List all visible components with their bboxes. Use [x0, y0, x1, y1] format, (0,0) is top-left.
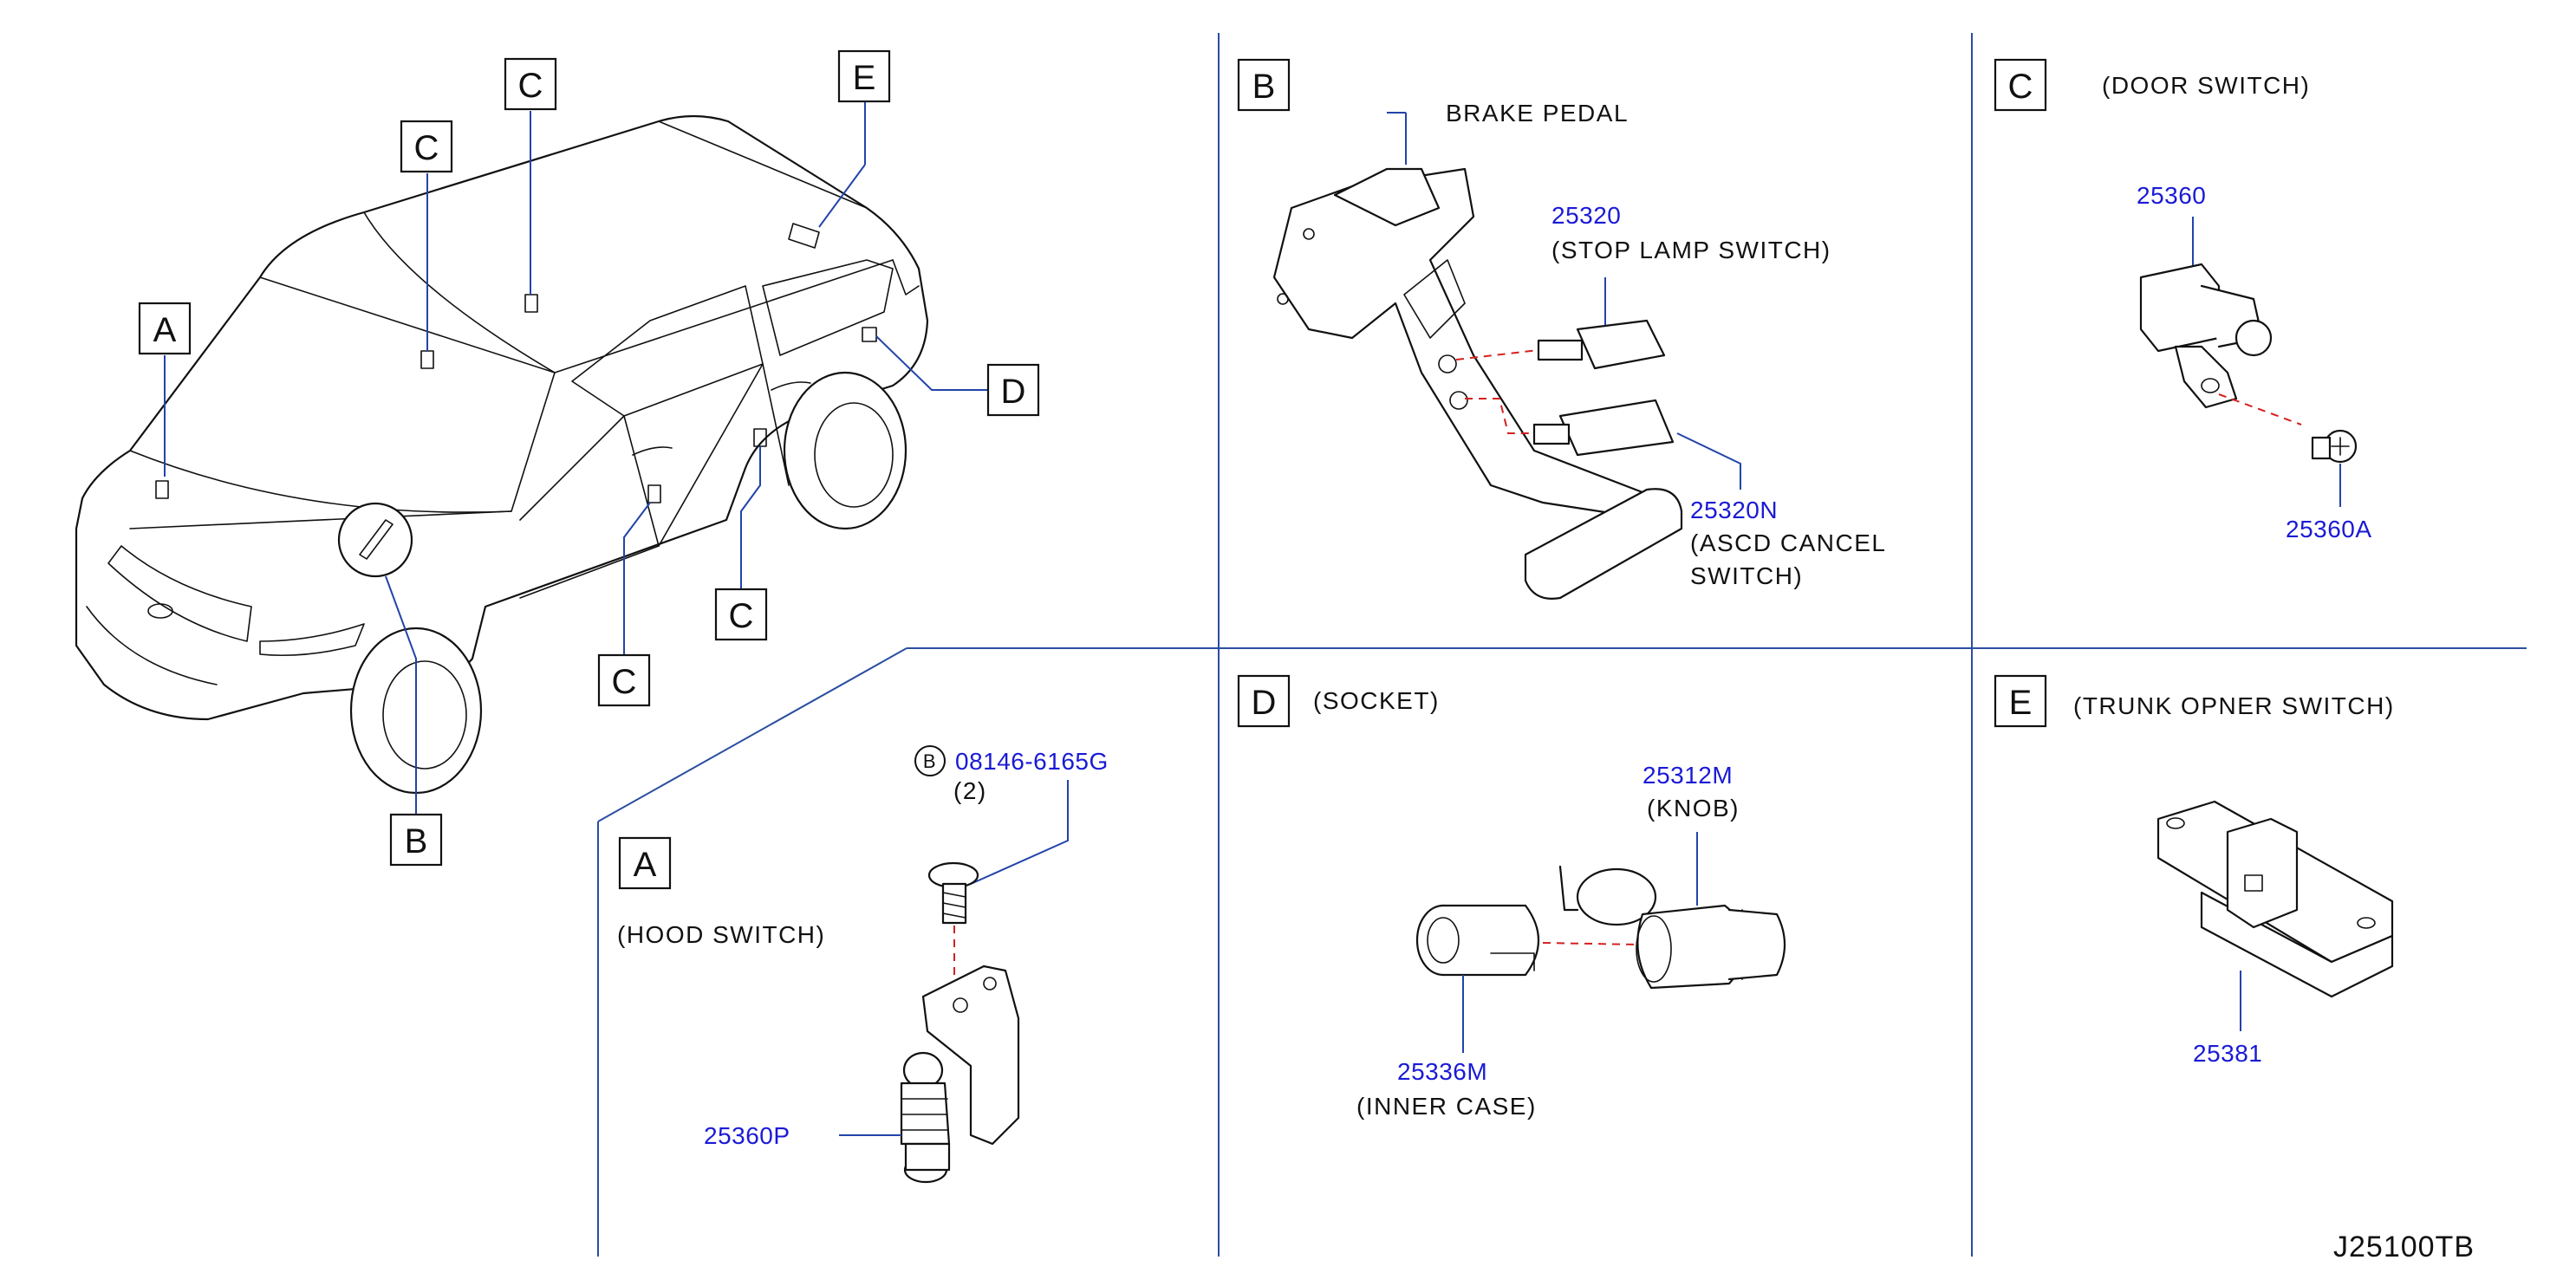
callout-a-letter: A — [153, 311, 177, 349]
section-a-letter: A — [634, 846, 657, 884]
callout-e-letter: E — [853, 59, 876, 97]
ascd-description-line2: SWITCH) — [1690, 562, 1803, 589]
door-switch-screw-part-number: 25360A — [2286, 516, 2372, 542]
knob-description: (KNOB) — [1647, 795, 1740, 822]
hood-switch-part — [900, 1051, 951, 1184]
callout-a-overview: A — [138, 302, 192, 355]
door-switch-title: (DOOR SWITCH) — [2102, 72, 2310, 99]
door-switch-screw — [2311, 429, 2358, 464]
diagram-code: J25100TB — [2333, 1231, 2475, 1263]
brake-pedal-title: BRAKE PEDAL — [1446, 100, 1629, 127]
socket-title: (SOCKET) — [1313, 687, 1440, 714]
section-b-letter: B — [1252, 68, 1276, 106]
callout-d-letter: D — [1001, 373, 1026, 411]
callout-c-letter: C — [518, 67, 543, 105]
hood-switch-bracket-part — [921, 964, 1020, 1146]
callout-c-letter: C — [612, 663, 637, 701]
section-d-socket: D (SOCKET) 25312M (KNOB) 25336M (INNER C… — [1237, 674, 1786, 1120]
brake-pedal-assembly — [1272, 167, 1683, 600]
ascd-cancel-switch-part — [1465, 398, 1675, 457]
trunk-opener-title: (TRUNK OPNER SWITCH) — [2073, 692, 2395, 719]
section-c-door-switch: C (DOOR SWITCH) 25360 25360A — [1994, 58, 2372, 542]
trunk-opener-part-number: 25381 — [2193, 1040, 2262, 1067]
knob-part — [1558, 865, 1786, 990]
vehicle-overview: A C C E D C C B — [75, 49, 1040, 867]
section-b-brake-pedal: B BRAKE PEDAL 25320 (STOP LAMP SWITCH) — [1237, 58, 1886, 600]
section-dividers — [597, 33, 2527, 1257]
car-illustration — [75, 114, 929, 795]
bolt-part-number: 08146-6165G — [955, 748, 1109, 775]
bolt-quantity: (2) — [953, 777, 987, 804]
stop-lamp-switch-part — [1455, 319, 1666, 370]
stop-lamp-description: (STOP LAMP SWITCH) — [1551, 237, 1831, 263]
hood-bolt-part — [927, 861, 979, 925]
door-switch-part — [2139, 263, 2273, 409]
callout-c-overview-4: C — [597, 653, 651, 707]
hood-switch-title: (HOOD SWITCH) — [617, 921, 825, 948]
inner-case-part-number: 25336M — [1397, 1058, 1487, 1085]
bolt-symbol-letter: B — [923, 750, 937, 772]
bolt-symbol: B — [914, 745, 946, 776]
section-e-letter: E — [2009, 684, 2033, 722]
overview-callout-lines — [164, 102, 988, 815]
stop-lamp-part-number: 25320 — [1551, 202, 1621, 229]
inner-case-part — [1415, 904, 1540, 977]
door-switch-part-number: 25360 — [2137, 182, 2206, 209]
callout-d-overview: D — [986, 363, 1040, 417]
callout-c-overview-2: C — [504, 57, 557, 111]
callout-c-letter: C — [414, 129, 439, 167]
section-a-hood-switch: A (HOOD SWITCH) B 08146-6165G (2) 2 — [617, 745, 1109, 1184]
callout-b-overview: B — [389, 813, 443, 867]
ascd-part-number: 25320N — [1690, 497, 1778, 523]
callout-c-overview-3: C — [714, 588, 768, 641]
section-e-trunk-opener-switch: E (TRUNK OPNER SWITCH) 25381 — [1994, 674, 2395, 1067]
callout-e-overview: E — [837, 49, 891, 103]
inner-case-description: (INNER CASE) — [1356, 1093, 1537, 1120]
callout-c-letter: C — [729, 597, 754, 635]
knob-part-number: 25312M — [1643, 762, 1733, 789]
ascd-description-line1: (ASCD CANCEL — [1690, 529, 1886, 556]
trunk-opener-switch-part — [2156, 800, 2394, 998]
section-c-letter: C — [2008, 68, 2033, 106]
section-d-letter: D — [1252, 684, 1277, 722]
hood-switch-part-number: 25360P — [704, 1122, 790, 1149]
callout-c-overview-1: C — [400, 120, 453, 173]
callout-b-letter: B — [405, 822, 428, 861]
